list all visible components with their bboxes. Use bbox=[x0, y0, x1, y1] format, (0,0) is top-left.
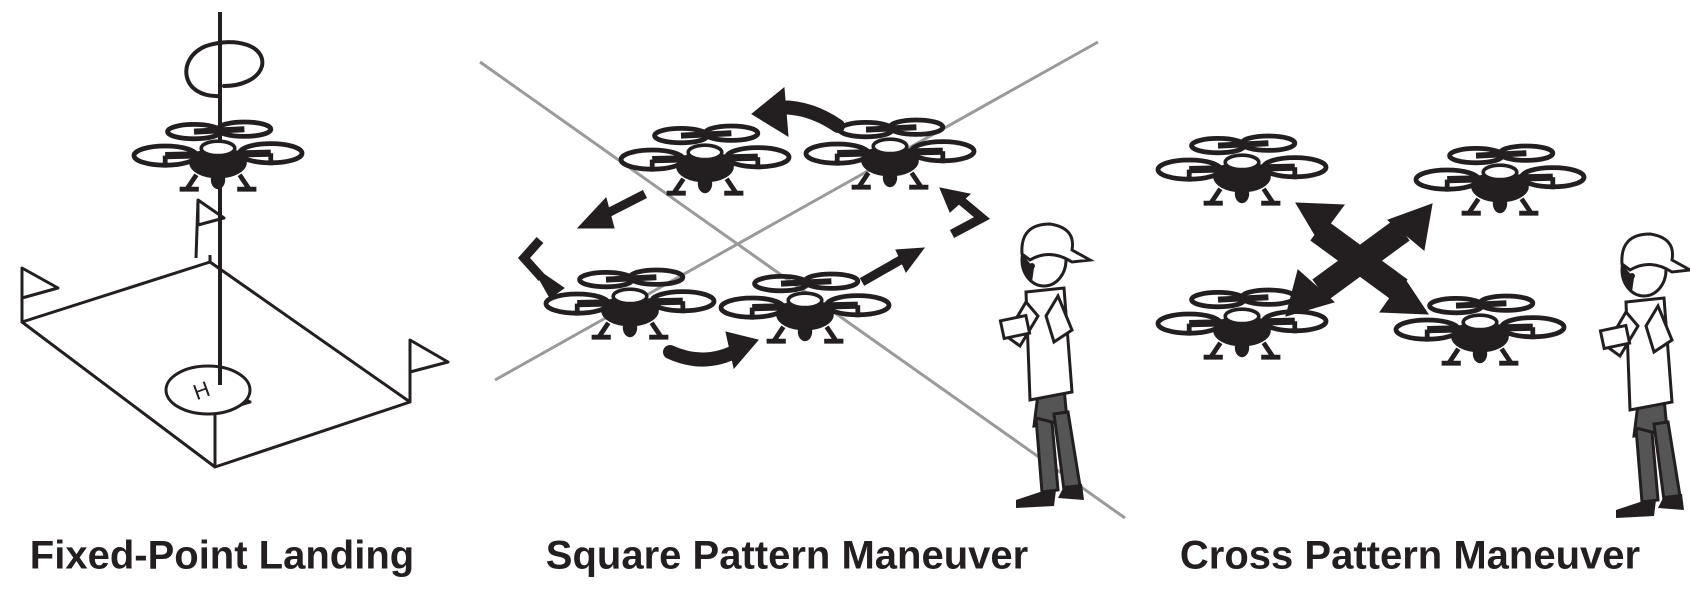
movement-arrows bbox=[517, 87, 991, 370]
landing-field bbox=[20, 255, 412, 469]
cross-pattern-caption: Cross Pattern Maneuver bbox=[1179, 533, 1641, 578]
square-pattern-panel bbox=[479, 40, 1126, 520]
fixed-point-landing-caption: Fixed-Point Landing bbox=[29, 533, 415, 578]
drone-icon bbox=[546, 270, 714, 337]
helipad: H bbox=[164, 364, 252, 416]
pilot-icon bbox=[998, 222, 1092, 510]
fixed-point-landing-panel: H bbox=[20, 12, 450, 469]
rotation-icon bbox=[184, 40, 265, 99]
drone-icon bbox=[1158, 136, 1326, 203]
drone-icon bbox=[134, 122, 302, 189]
drone-icon bbox=[621, 126, 789, 193]
pilot-icon bbox=[1598, 232, 1690, 520]
square-pattern-caption: Square Pattern Maneuver bbox=[545, 533, 1029, 578]
cross-pattern-panel bbox=[1158, 136, 1690, 520]
drone-icon bbox=[806, 120, 974, 187]
cross-arrows-icon bbox=[1285, 202, 1433, 317]
drone-icon bbox=[1416, 146, 1584, 213]
